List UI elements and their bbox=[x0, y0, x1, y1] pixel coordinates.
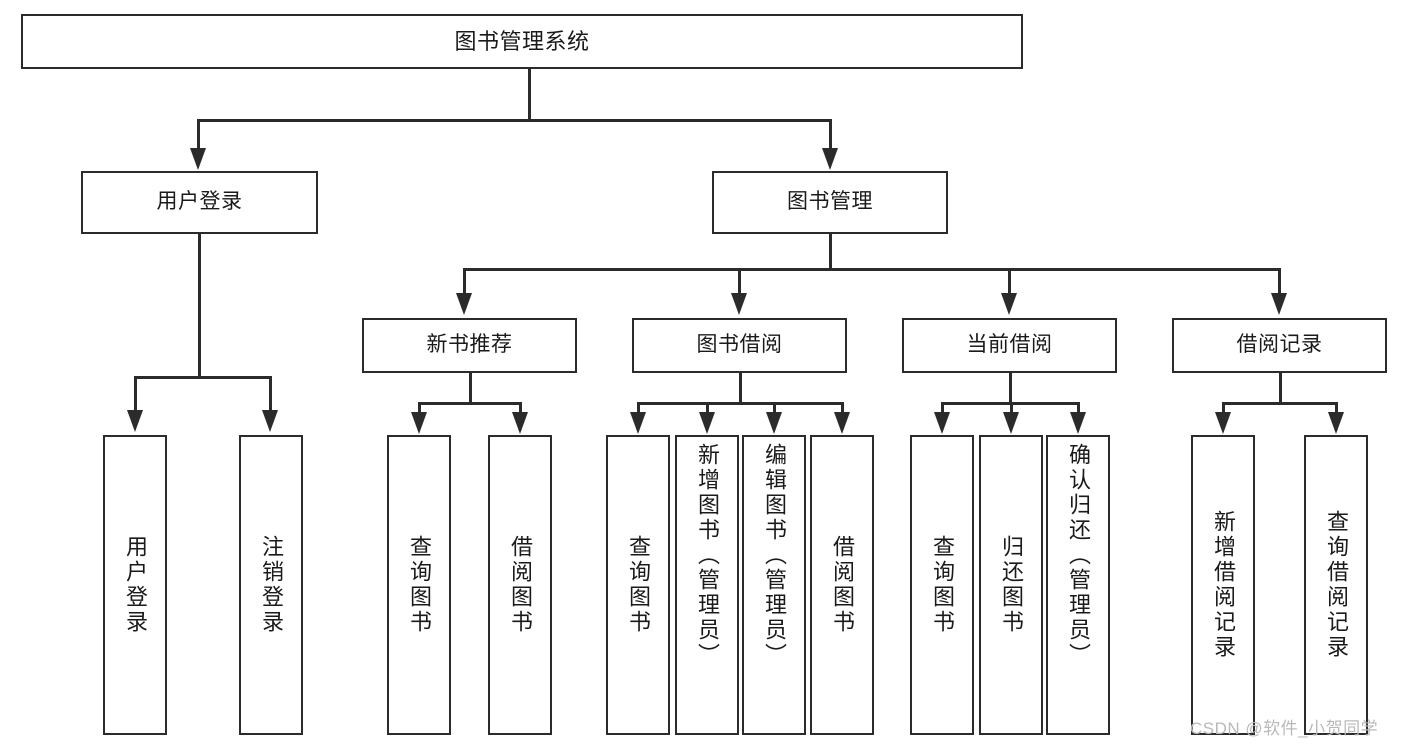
node-label: 新增图书（管理员） bbox=[695, 443, 720, 668]
arrow-to-user-login bbox=[190, 148, 206, 170]
arrow-to-leaf-user-login bbox=[127, 410, 143, 432]
node-label: 用户登录 bbox=[123, 535, 148, 635]
connector-cb-drop-1 bbox=[941, 402, 944, 415]
connector-nbr-drop-1 bbox=[418, 402, 421, 415]
connector-book-borrow-stem bbox=[739, 373, 742, 404]
connector-br-drop-1 bbox=[1222, 402, 1225, 415]
connector-new-book-recommend-stem bbox=[469, 373, 472, 404]
node-label: 新增借阅记录 bbox=[1211, 510, 1236, 660]
connector-br-drop-2 bbox=[1335, 402, 1338, 415]
connector-to-book-borrow bbox=[738, 268, 741, 296]
node-label: 确认归还（管理员） bbox=[1066, 443, 1091, 668]
node-label: 查询图书 bbox=[930, 535, 955, 635]
arrow-to-leaf-edit-book bbox=[766, 412, 782, 434]
node-current-borrow[interactable]: 当前借阅 bbox=[902, 318, 1117, 373]
node-user-login[interactable]: 用户登录 bbox=[81, 171, 318, 234]
node-label: 借阅记录 bbox=[1236, 333, 1323, 357]
connector-nbr-drop-2 bbox=[519, 402, 522, 415]
arrow-to-leaf-confirm-return bbox=[1070, 412, 1086, 434]
node-label: 编辑图书（管理员） bbox=[762, 443, 787, 668]
connector-current-borrow-stem bbox=[1009, 373, 1012, 404]
node-label: 注销登录 bbox=[259, 535, 284, 635]
arrow-to-book-manage bbox=[822, 148, 838, 170]
node-label: 借阅图书 bbox=[508, 535, 533, 635]
connector-to-current-borrow bbox=[1008, 268, 1011, 296]
connector-user-login-left-drop bbox=[134, 376, 137, 412]
node-label: 新书推荐 bbox=[426, 333, 513, 357]
node-label: 图书管理 bbox=[787, 190, 873, 214]
arrow-to-borrow-record bbox=[1271, 293, 1287, 315]
leaf-query-book-1[interactable]: 查询图书 bbox=[387, 435, 451, 735]
connector-user-login-stem bbox=[198, 234, 201, 378]
connector-bb-drop-3 bbox=[773, 402, 776, 415]
node-borrow-record[interactable]: 借阅记录 bbox=[1172, 318, 1387, 373]
leaf-borrow-book-2[interactable]: 借阅图书 bbox=[810, 435, 874, 735]
connector-new-book-recommend-bus bbox=[418, 402, 521, 405]
leaf-user-login[interactable]: 用户登录 bbox=[103, 435, 167, 735]
arrow-to-new-book-recommend bbox=[456, 293, 472, 315]
arrow-to-leaf-add-borrow-record bbox=[1215, 412, 1231, 434]
arrow-to-leaf-query-book-1 bbox=[411, 412, 427, 434]
connector-root-bus bbox=[197, 119, 832, 122]
node-label: 当前借阅 bbox=[966, 333, 1053, 357]
connector-bb-drop-4 bbox=[841, 402, 844, 415]
leaf-add-book[interactable]: 新增图书（管理员） bbox=[675, 435, 739, 735]
node-new-book-recommend[interactable]: 新书推荐 bbox=[362, 318, 577, 373]
connector-root-to-book-manage bbox=[829, 119, 832, 151]
arrow-to-leaf-query-book-3 bbox=[934, 412, 950, 434]
node-label: 归还图书 bbox=[999, 535, 1024, 635]
arrow-to-leaf-borrow-book-2 bbox=[834, 412, 850, 434]
connector-book-manage-bus bbox=[463, 268, 1281, 271]
connector-cb-drop-2 bbox=[1010, 402, 1013, 415]
node-label: 查询图书 bbox=[407, 535, 432, 635]
arrow-to-leaf-query-book-2 bbox=[630, 412, 646, 434]
connector-root-to-user-login bbox=[197, 119, 200, 151]
arrow-to-leaf-query-borrow-record bbox=[1328, 412, 1344, 434]
connector-to-borrow-record bbox=[1278, 268, 1281, 296]
connector-to-new-book-recommend bbox=[463, 268, 466, 296]
node-label: 用户登录 bbox=[156, 190, 243, 214]
leaf-query-borrow-record[interactable]: 查询借阅记录 bbox=[1304, 435, 1368, 735]
arrow-to-leaf-logout-login bbox=[262, 410, 278, 432]
connector-bb-drop-1 bbox=[637, 402, 640, 415]
node-label: 借阅图书 bbox=[830, 535, 855, 635]
node-label: 图书管理系统 bbox=[454, 28, 590, 54]
arrow-to-leaf-add-book bbox=[699, 412, 715, 434]
node-label: 查询图书 bbox=[626, 535, 651, 635]
leaf-logout-login[interactable]: 注销登录 bbox=[239, 435, 303, 735]
node-label: 图书借阅 bbox=[696, 333, 783, 357]
leaf-query-book-3[interactable]: 查询图书 bbox=[910, 435, 974, 735]
connector-user-login-right-drop bbox=[269, 376, 272, 412]
node-book-manage[interactable]: 图书管理 bbox=[712, 171, 948, 234]
node-book-borrow[interactable]: 图书借阅 bbox=[632, 318, 847, 373]
connector-book-borrow-bus bbox=[637, 402, 843, 405]
connector-user-login-bus bbox=[134, 376, 271, 379]
connector-root-stem bbox=[528, 69, 531, 121]
leaf-borrow-book-1[interactable]: 借阅图书 bbox=[488, 435, 552, 735]
arrow-to-leaf-borrow-book-1 bbox=[512, 412, 528, 434]
node-label: 查询借阅记录 bbox=[1324, 510, 1349, 660]
connector-bb-drop-2 bbox=[706, 402, 709, 415]
connector-book-manage-stem bbox=[829, 234, 832, 270]
arrow-to-current-borrow bbox=[1001, 293, 1017, 315]
leaf-confirm-return[interactable]: 确认归还（管理员） bbox=[1046, 435, 1110, 735]
leaf-query-book-2[interactable]: 查询图书 bbox=[606, 435, 670, 735]
connector-borrow-record-bus bbox=[1222, 402, 1337, 405]
node-root-system[interactable]: 图书管理系统 bbox=[21, 14, 1023, 69]
leaf-return-book[interactable]: 归还图书 bbox=[979, 435, 1043, 735]
arrow-to-book-borrow bbox=[731, 293, 747, 315]
arrow-to-leaf-return-book bbox=[1003, 412, 1019, 434]
connector-cb-drop-3 bbox=[1077, 402, 1080, 415]
leaf-edit-book[interactable]: 编辑图书（管理员） bbox=[742, 435, 806, 735]
csdn-watermark: CSDN @软件_小贺同学 bbox=[1190, 719, 1379, 738]
leaf-add-borrow-record[interactable]: 新增借阅记录 bbox=[1191, 435, 1255, 735]
connector-borrow-record-stem bbox=[1279, 373, 1282, 404]
